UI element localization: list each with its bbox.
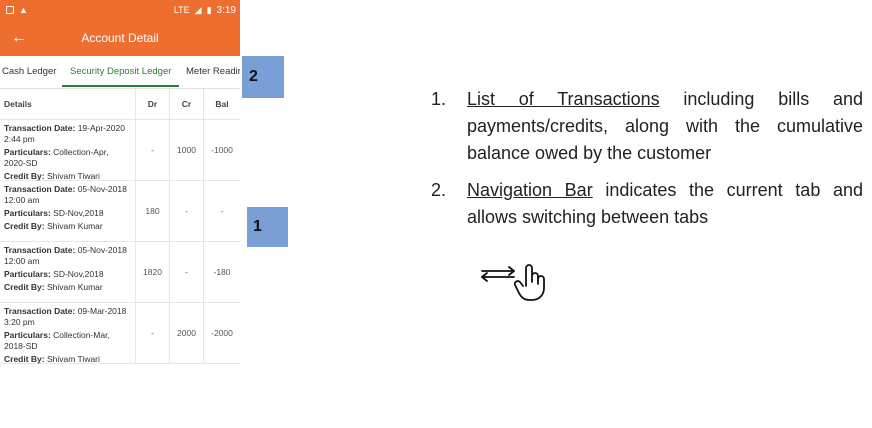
image-notification-icon: ▲ (19, 4, 28, 15)
row-dr: - (136, 120, 170, 180)
credit-by-label: Credit By: (4, 171, 45, 181)
row-cr: 2000 (170, 303, 204, 363)
callout-transaction-list: 1 (247, 207, 288, 247)
transaction-date: 05-Nov-2018 (77, 184, 127, 194)
particulars-value: Collection-Apr, (53, 147, 109, 157)
transaction-time: 12:00 am (4, 256, 40, 266)
row-details: Transaction Date: 05-Nov-2018 12:00 am Pa… (0, 242, 136, 302)
row-bal: -2000 (211, 328, 233, 338)
header-cr: Cr (170, 89, 204, 119)
credit-by-value: Shivam Tiwari (47, 354, 100, 364)
table-row[interactable]: Transaction Date: 09-Mar-2018 3:20 pm Par… (0, 303, 240, 364)
credit-by-value: Shivam Tiwari (47, 171, 100, 181)
credit-by-label: Credit By: (4, 282, 45, 292)
description-item-2: 2. Navigation Bar indicates the current … (431, 177, 863, 231)
particulars-label: Particulars: (4, 208, 51, 218)
header-details: Details (0, 89, 136, 119)
tab-security-deposit-ledger[interactable]: Security Deposit Ledger (62, 56, 180, 87)
credit-by-label: Credit By: (4, 221, 45, 231)
credit-by-value: Shivam Kumar (47, 282, 103, 292)
particulars-value: SD-Nov,2018 (53, 208, 104, 218)
row-details: Transaction Date: 05-Nov-2018 12:00 am Pa… (0, 181, 136, 241)
transaction-time: 3:20 pm (4, 317, 35, 327)
credit-by-label: Credit By: (4, 354, 45, 364)
table-row[interactable]: Transaction Date: 19-Apr-2020 2:44 pm Par… (0, 120, 240, 181)
credit-by-value: Shivam Kumar (47, 221, 103, 231)
callout-navigation-bar: 2 (242, 56, 284, 98)
particulars-value: SD-Nov,2018 (53, 269, 104, 279)
description-list: 1. List of Transactions including bills … (431, 86, 863, 241)
notification-icon (6, 6, 14, 14)
status-bar: ▲ LTE ◢ ▮ 3:19 (0, 0, 240, 20)
item-number: 1. (431, 89, 447, 109)
phone-screen: ▲ LTE ◢ ▮ 3:19 ← Account Detail Cash Led… (0, 0, 240, 380)
row-details: Transaction Date: 19-Apr-2020 2:44 pm Par… (0, 120, 136, 181)
table-header: Details Dr Cr Bal (0, 89, 240, 120)
signal-icon: ◢ (194, 4, 202, 15)
table-row[interactable]: Transaction Date: 05-Nov-2018 12:00 am Pa… (0, 181, 240, 242)
row-dr: 180 (136, 181, 170, 241)
particulars-value-cont: 2018-SD (4, 341, 38, 351)
row-dr: - (136, 303, 170, 363)
item-text: including bills and payments/credits, al… (467, 89, 863, 163)
row-dr: 1820 (136, 242, 170, 302)
row-cr: 1000 (170, 120, 204, 180)
particulars-label: Particulars: (4, 269, 51, 279)
particulars-label: Particulars: (4, 330, 51, 340)
transaction-date: 05-Nov-2018 (77, 245, 127, 255)
item-text: indicates the current tab and allows swi… (467, 180, 863, 227)
transaction-date: 09-Mar-2018 (77, 306, 127, 316)
particulars-label: Particulars: (4, 147, 51, 157)
row-details: Transaction Date: 09-Mar-2018 3:20 pm Par… (0, 303, 136, 364)
app-bar: ← Account Detail (0, 20, 240, 56)
table-row[interactable]: Transaction Date: 05-Nov-2018 12:00 am Pa… (0, 242, 240, 303)
swipe-hand-icon (481, 264, 545, 301)
particulars-value-cont: 2020-SD (4, 158, 38, 168)
row-cr: - (170, 242, 204, 302)
date-label: Transaction Date: (4, 123, 76, 133)
description-item-1: 1. List of Transactions including bills … (431, 86, 863, 167)
tab-bar: Cash Ledger Security Deposit Ledger Mete… (0, 56, 240, 89)
header-dr: Dr (136, 89, 170, 119)
row-bal: -1000 (211, 145, 233, 155)
tab-cash-ledger[interactable]: Cash Ledger (2, 66, 57, 77)
header-bal: Bal (215, 99, 229, 109)
row-bal: -180 (213, 267, 231, 277)
item-number: 2. (431, 180, 447, 200)
transaction-time: 12:00 am (4, 195, 40, 205)
status-time: 3:19 (216, 4, 236, 16)
battery-icon: ▮ (206, 4, 212, 15)
date-label: Transaction Date: (4, 184, 76, 194)
date-label: Transaction Date: (4, 306, 76, 316)
particulars-value: Collection-Mar, (53, 330, 110, 340)
item-title: List of Transactions (467, 89, 660, 109)
network-label: LTE (173, 4, 190, 15)
arrow-left-icon[interactable]: ← (11, 29, 27, 46)
tab-meter-reading[interactable]: Meter Readir (186, 66, 240, 77)
row-cr: - (170, 181, 204, 241)
date-label: Transaction Date: (4, 245, 76, 255)
row-bal: - (220, 206, 224, 216)
transaction-date: 19-Apr-2020 (77, 123, 125, 133)
item-title: Navigation Bar (467, 180, 593, 200)
page-title: Account Detail (81, 31, 159, 45)
transaction-time: 2:44 pm (4, 134, 35, 144)
